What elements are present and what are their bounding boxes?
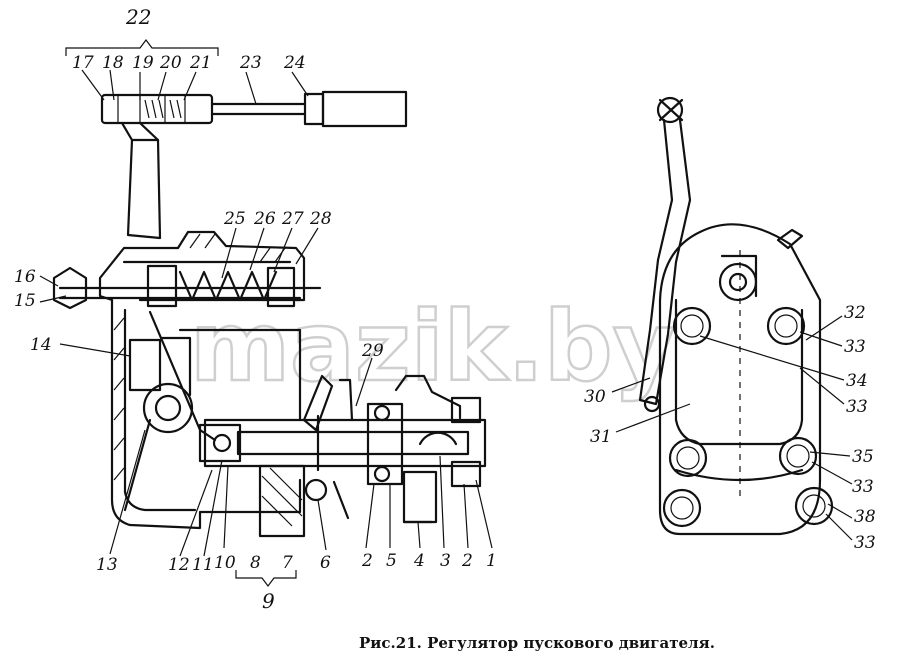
label-35: 35 — [852, 447, 874, 467]
label-27: 27 — [281, 209, 304, 229]
label-9: 9 — [262, 589, 275, 613]
label-33d: 33 — [854, 533, 876, 553]
label-11: 11 — [192, 555, 214, 575]
label-25: 25 — [223, 209, 246, 229]
label-21: 21 — [189, 53, 212, 73]
label-29: 29 — [361, 341, 384, 361]
label-33c: 33 — [852, 477, 874, 497]
mounting-bolts — [662, 306, 834, 528]
label-38: 38 — [854, 507, 876, 527]
label-22: 22 — [125, 5, 151, 29]
label-2b: 2 — [461, 551, 473, 571]
label-23: 23 — [239, 53, 262, 73]
label-19: 19 — [132, 53, 154, 73]
label-17: 17 — [72, 53, 94, 73]
label-3: 3 — [440, 551, 451, 571]
label-7: 7 — [282, 553, 293, 573]
label-28: 28 — [309, 209, 332, 229]
label-4: 4 — [413, 551, 425, 571]
part-labels: 1 2 2 3 4 5 6 7 8 9 10 11 12 13 14 15 16… — [14, 5, 876, 613]
label-31: 31 — [590, 427, 612, 447]
regulator-housing — [98, 230, 306, 530]
figure-caption: Рис.21. Регулятор пускового двигателя. — [359, 634, 715, 652]
label-32: 32 — [844, 303, 866, 323]
label-13: 13 — [96, 555, 118, 575]
label-15: 15 — [14, 291, 36, 311]
label-5: 5 — [386, 551, 397, 571]
label-33b: 33 — [846, 397, 868, 417]
label-1: 1 — [486, 551, 497, 571]
label-12: 12 — [168, 555, 190, 575]
regulator-spring — [58, 264, 322, 308]
label-16: 16 — [14, 267, 36, 287]
regulator-end-view — [611, 96, 853, 541]
control-rod-assembly — [100, 90, 408, 240]
regulator-section-view — [39, 39, 493, 587]
label-24: 24 — [283, 53, 306, 73]
label-10: 10 — [214, 553, 236, 573]
label-2: 2 — [361, 551, 373, 571]
label-26: 26 — [253, 209, 276, 229]
label-14: 14 — [30, 335, 52, 355]
label-8: 8 — [250, 553, 261, 573]
label-6: 6 — [320, 553, 331, 573]
driven-shaft-assembly — [198, 374, 487, 538]
label-20: 20 — [159, 53, 182, 73]
label-33a: 33 — [844, 337, 866, 357]
label-18: 18 — [102, 53, 124, 73]
watermark: mazik.by — [190, 291, 675, 403]
label-34: 34 — [846, 371, 868, 391]
label-30: 30 — [584, 387, 606, 407]
